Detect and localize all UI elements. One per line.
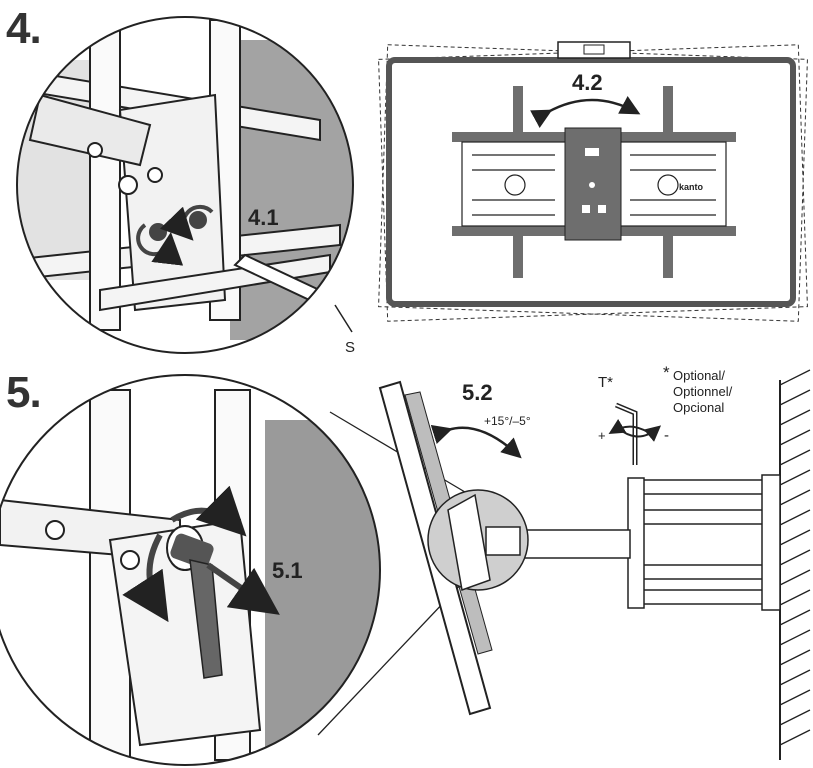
label-minus: - — [664, 427, 669, 444]
label-wrench-s: S — [345, 339, 355, 356]
detail-tilt-bracket — [447, 493, 491, 592]
detail-tilt-block — [485, 526, 521, 556]
step-5-1-closeup — [0, 375, 380, 765]
label-plus: + — [598, 428, 606, 443]
rotate-arrow-4-2 — [530, 96, 641, 128]
wrench-leader — [334, 304, 353, 333]
tilt-arrow-5-2 — [430, 424, 522, 459]
label-optional-en: Optional/ — [673, 368, 725, 383]
label-optional-es: Opcional — [673, 400, 724, 415]
step-4-2-tv-rear — [378, 41, 808, 322]
label-tilt-range: +15°/–5° — [484, 414, 531, 428]
hex-key-icon — [608, 402, 662, 465]
label-4-2: 4.2 — [572, 70, 603, 95]
label-asterisk: * — [663, 363, 670, 382]
label-5-1: 5.1 — [272, 558, 303, 583]
step-4-1-circle-outline — [16, 16, 354, 354]
label-4-1: 4.1 — [248, 205, 279, 230]
label-hex-key: T* — [598, 374, 613, 391]
step-4-1-closeup — [17, 17, 353, 353]
label-5-2: 5.2 — [462, 380, 493, 405]
label-optional-fr: Optionnel/ — [673, 384, 733, 399]
step-5-number: 5. — [6, 368, 42, 417]
step-4-number: 4. — [6, 4, 42, 53]
brand-logo: kanto — [679, 182, 704, 192]
step-5-1-circle-outline — [0, 374, 381, 766]
